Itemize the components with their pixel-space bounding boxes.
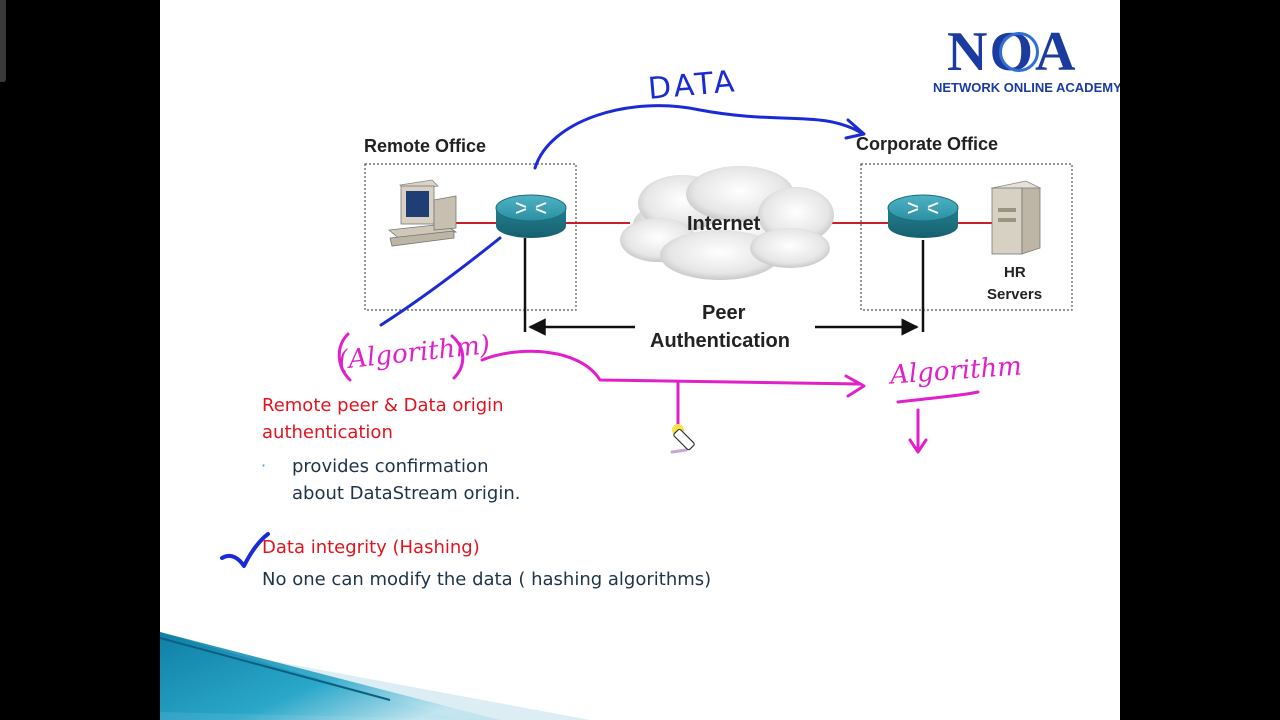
sub-bullet-marker: · bbox=[261, 456, 267, 475]
peer-authentication-arrow bbox=[523, 238, 925, 336]
remote-office-label: Remote Office bbox=[364, 136, 487, 156]
left-black-bar bbox=[0, 0, 160, 720]
slide: NOA NETWORK ONLINE ACADEMY Remote Office… bbox=[160, 0, 1120, 720]
globe-icon bbox=[999, 32, 1039, 72]
check-icon bbox=[220, 532, 270, 568]
peer-label-line2: Authentication bbox=[650, 330, 790, 352]
paren-left bbox=[337, 332, 352, 382]
right-down-arrowhead bbox=[908, 438, 928, 454]
right-underline bbox=[896, 390, 980, 404]
bullet-heading-authentication-line1: Remote peer & Data origin bbox=[262, 395, 504, 416]
sub-bullet-text-line1: provides confirmation bbox=[292, 456, 489, 477]
peer-label-line1: Peer bbox=[702, 302, 746, 324]
internet-cloud-icon bbox=[620, 166, 834, 280]
corporate-office-box bbox=[860, 163, 1073, 311]
internet-label: Internet bbox=[687, 213, 761, 235]
corporate-office-label: Corporate Office bbox=[856, 134, 999, 154]
algorithm-arrowhead bbox=[844, 374, 866, 398]
remote-router-icon bbox=[495, 194, 567, 238]
pc-icon bbox=[388, 179, 458, 247]
bullet-heading-authentication-line2: authentication bbox=[262, 422, 393, 443]
ink-annotations bbox=[220, 104, 980, 568]
corporate-router-icon bbox=[887, 194, 959, 238]
server-icon bbox=[990, 180, 1042, 255]
sub-bullet-text-line2: about DataStream origin. bbox=[292, 483, 521, 504]
algorithm-flow-arrow bbox=[480, 349, 862, 386]
remote-office-box bbox=[364, 163, 577, 311]
scrollbar-thumb[interactable] bbox=[0, 0, 6, 82]
network-diagram bbox=[160, 104, 1073, 720]
slide-decoration bbox=[160, 632, 590, 720]
logo-text: NETWORK ONLINE ACADEMY bbox=[933, 80, 1120, 95]
hr-label-line1: HR bbox=[1004, 264, 1026, 281]
right-black-bar bbox=[1120, 0, 1280, 720]
data-arrowhead bbox=[844, 118, 866, 140]
pen-cursor-icon bbox=[672, 424, 695, 451]
bullet-heading-integrity: Data integrity (Hashing) bbox=[262, 537, 480, 558]
data-flow-arrow bbox=[533, 104, 862, 170]
bullet-body-integrity: No one can modify the data ( hashing alg… bbox=[262, 569, 712, 590]
middle-dash bbox=[670, 448, 688, 454]
paren-right bbox=[450, 334, 465, 380]
logo: NOA NETWORK ONLINE ACADEMY bbox=[933, 24, 1120, 100]
algorithm-pointer-line bbox=[379, 236, 502, 327]
hr-label-line2: Servers bbox=[987, 286, 1043, 303]
